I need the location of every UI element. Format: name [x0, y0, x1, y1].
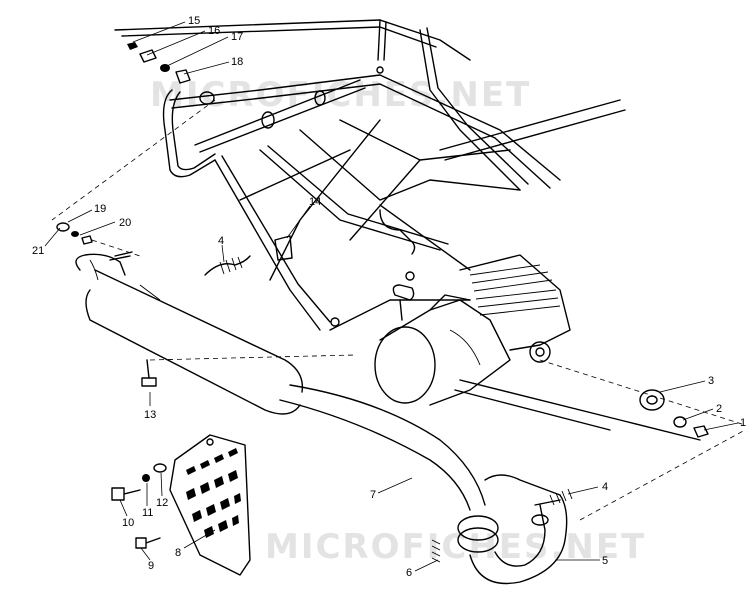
callout-5: 5 — [602, 555, 608, 567]
callout-6: 6 — [406, 567, 412, 579]
callout-18: 18 — [231, 56, 243, 68]
callout-4-top: 4 — [218, 235, 224, 247]
callout-3: 3 — [708, 375, 714, 387]
callout-14: 14 — [309, 196, 321, 208]
callout-10: 10 — [122, 517, 134, 529]
watermark-top: MICROFICHES.NET — [150, 75, 531, 115]
watermark-bottom: MICROFICHES.NET — [265, 527, 646, 567]
callout-17: 17 — [231, 31, 243, 43]
callout-16: 16 — [208, 25, 220, 37]
muffler — [75, 251, 304, 415]
hardware — [56, 42, 709, 563]
callout-15: 15 — [188, 15, 200, 27]
heat-shield — [169, 434, 251, 576]
callout-20: 20 — [119, 217, 131, 229]
leader-lines — [44, 21, 746, 572]
callout-21: 21 — [32, 245, 44, 257]
callout-9: 9 — [148, 560, 154, 572]
callout-4-bottom: 4 — [602, 481, 608, 493]
engine — [374, 254, 571, 406]
head-pipe — [279, 384, 568, 585]
frame — [114, 19, 701, 441]
callout-8: 8 — [175, 547, 181, 559]
callout-2: 2 — [716, 403, 722, 415]
callout-11: 11 — [142, 507, 153, 519]
callout-7: 7 — [370, 489, 376, 501]
callout-13: 13 — [144, 409, 156, 421]
callout-12: 12 — [156, 497, 168, 509]
callout-19: 19 — [94, 203, 106, 215]
callout-1: 1 — [740, 417, 746, 429]
callout-numbers: 15 16 17 18 19 20 21 14 4 3 2 1 13 12 11… — [32, 15, 746, 579]
